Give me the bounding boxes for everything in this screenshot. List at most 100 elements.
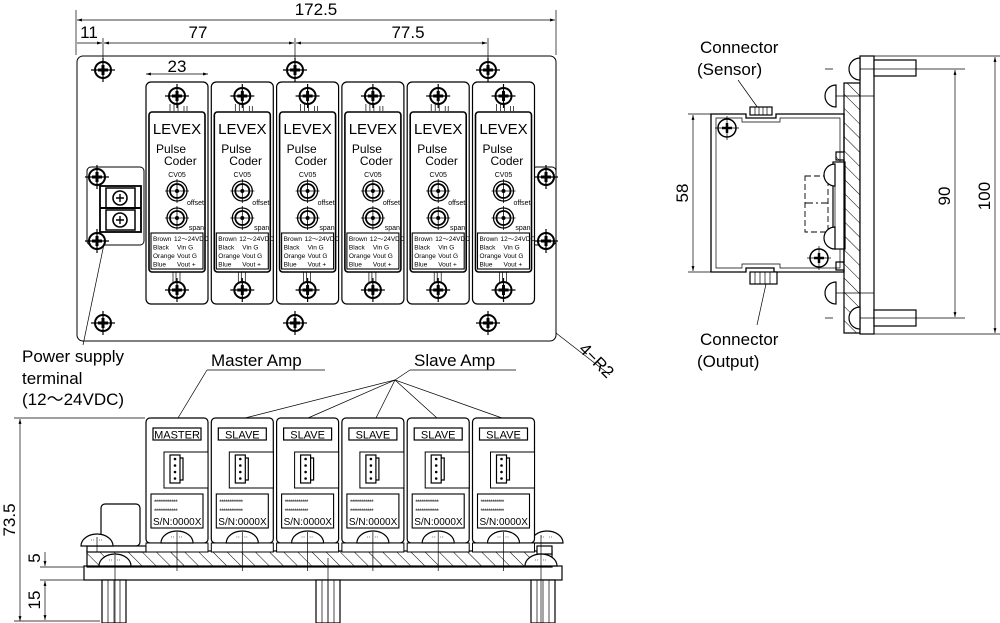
wire-color: Black: [414, 245, 431, 252]
module-name-line1: Pulse: [483, 142, 513, 156]
mount-plate-front: [86, 550, 553, 568]
wire-function: Vout G: [504, 253, 524, 260]
label-power-supply-1: Power supply: [22, 347, 125, 366]
wire-function: Vout +: [438, 262, 457, 269]
module-brand: LEVEX: [414, 121, 462, 138]
module-name-line1: Pulse: [417, 142, 447, 156]
wiring-table: [346, 232, 400, 270]
serial-number: S/N:0000X: [218, 517, 267, 528]
wiring-table: [281, 232, 335, 270]
label-power-supply-3: (12〜24VDC): [22, 390, 124, 409]
module-tag-box: [283, 427, 333, 441]
serial-code-line1: ************: [415, 499, 439, 506]
pot-label-span: span: [385, 225, 400, 232]
wire-function: Vout +: [242, 262, 261, 269]
serial-code-line1: ************: [481, 499, 505, 506]
module-name-line1: Pulse: [221, 142, 251, 156]
slave-amp-module: SLAVE************************S/N:0000X: [210, 417, 274, 571]
pot-label-span: span: [319, 225, 334, 232]
pot-label-offset: offset: [448, 200, 465, 207]
wire-function: Vin G: [373, 245, 389, 252]
pot-label-span: span: [189, 225, 204, 232]
wiring-table: [150, 232, 204, 270]
front-view: 73.5 5 15 MASTER***: [0, 417, 564, 623]
label-slave-amp: Slave Amp: [414, 351, 495, 370]
dim-corner-radius: 4−R2: [575, 339, 618, 382]
dimension-hole-pitch: 11 77 77.5: [77, 23, 489, 70]
module-name-line2: Coder: [229, 154, 262, 168]
pot-label-offset: offset: [514, 200, 531, 207]
serial-code-line2: ************: [415, 508, 439, 515]
serial-code-line2: ************: [350, 508, 374, 515]
dim-100: 100: [975, 182, 994, 210]
wire-color: Blue: [218, 262, 231, 269]
serial-code-line2: ************: [219, 508, 243, 515]
module-name-line1: Pulse: [287, 142, 317, 156]
wire-function: 12〜24VDC: [305, 236, 340, 243]
dimension-module-width: 23: [146, 57, 208, 76]
top-view: 172.5 11 77 77.5 23: [75, 0, 618, 382]
serial-label: [150, 493, 204, 529]
corner-screw-icon: [89, 309, 117, 337]
slave-amp-module: SLAVE************************S/N:0000X: [406, 417, 470, 571]
wire-function: Vout G: [308, 253, 328, 260]
wire-color: Brown: [284, 236, 303, 243]
wire-function: Vout +: [373, 262, 392, 269]
module-tag: SLAVE: [421, 430, 456, 442]
module-name-line2: Coder: [295, 154, 328, 168]
wire-function: Vout +: [308, 262, 327, 269]
module-tag: MASTER: [154, 430, 200, 442]
dim-58: 58: [673, 184, 692, 203]
module-tag: SLAVE: [225, 430, 260, 442]
wire-color: Brown: [480, 236, 499, 243]
module-tag-box: [413, 427, 463, 441]
label-connector-sensor-1: Connector: [700, 38, 779, 57]
power-supply-terminal: [83, 163, 145, 255]
module-tag-box: [348, 427, 398, 441]
wire-color: Brown: [218, 236, 237, 243]
dimension-overall-width: 172.5: [75, 0, 557, 55]
wire-function: 12〜24VDC: [435, 236, 470, 243]
wire-function: Vin G: [242, 245, 258, 252]
module-name-line1: Pulse: [352, 142, 382, 156]
pot-label-offset: offset: [187, 200, 204, 207]
output-connector: [749, 271, 778, 285]
slave-amp-module: SLAVE************************S/N:0000X: [276, 417, 340, 571]
serial-code-line2: ************: [154, 508, 178, 515]
wire-color: Black: [218, 245, 235, 252]
pot-label-span: span: [254, 225, 269, 232]
label-connector-sensor-2: (Sensor): [697, 60, 762, 79]
module-brand: LEVEX: [283, 121, 331, 138]
module-model: CV05: [299, 172, 317, 179]
dim-77: 77: [189, 23, 208, 42]
pot-label-span: span: [450, 225, 465, 232]
wire-color: Blue: [284, 262, 297, 269]
side-view: Connector (Sensor) Connector (Output): [673, 38, 1000, 371]
dim-172-5: 172.5: [295, 0, 338, 19]
wire-color: Orange: [349, 253, 371, 260]
module-tag: SLAVE: [290, 430, 325, 442]
module-model: CV05: [495, 172, 513, 179]
wire-color: Black: [153, 245, 170, 252]
serial-code-line1: ************: [350, 499, 374, 506]
pot-label-span: span: [515, 225, 530, 232]
standoffs: [101, 579, 556, 623]
wire-function: Vin G: [504, 245, 520, 252]
corner-screw-icon: [281, 309, 309, 337]
corner-screw-icon: [474, 309, 502, 337]
slave-amp-module: SLAVE************************S/N:0000X: [341, 417, 405, 571]
module-model: CV05: [234, 172, 252, 179]
module-tag-box: [478, 427, 529, 441]
corner-screw-icon: [474, 56, 502, 84]
corner-screw-icon: [281, 56, 309, 84]
module-side-body: [710, 113, 845, 273]
pot-label-offset: offset: [318, 200, 335, 207]
module-brand: LEVEX: [218, 121, 266, 138]
module-model: CV05: [364, 172, 382, 179]
